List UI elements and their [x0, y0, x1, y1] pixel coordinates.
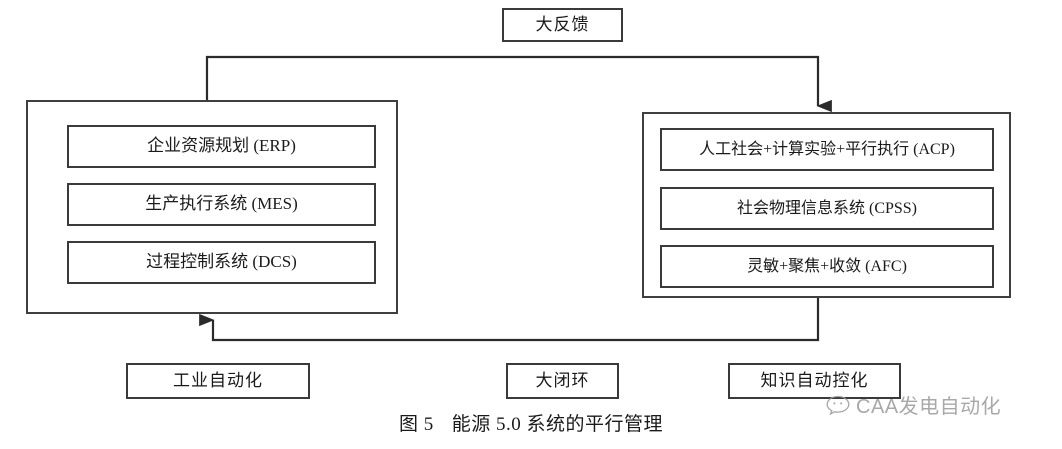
node-mes[interactable]: 生产执行系统 (MES) [67, 183, 376, 226]
speech-bubble-icon [826, 395, 850, 415]
node-dcs[interactable]: 过程控制系统 (DCS) [67, 241, 376, 284]
node-cpss[interactable]: 社会物理信息系统 (CPSS) [660, 187, 994, 230]
node-industrial-automation[interactable]: 工业自动化 [126, 363, 310, 399]
connector-left-to-right [205, 55, 832, 113]
node-big-closed-loop[interactable]: 大闭环 [506, 363, 619, 399]
figure-caption-title: 能源 5.0 系统的平行管理 [451, 414, 664, 435]
watermark: CAA发电自动化 [826, 390, 1001, 419]
node-erp[interactable]: 企业资源规划 (ERP) [67, 125, 376, 168]
figure-caption-label: 图 5 [398, 414, 434, 435]
node-big-feedback[interactable]: 大反馈 [502, 8, 623, 42]
watermark-text: CAA发电自动化 [856, 396, 1002, 418]
node-afc[interactable]: 灵敏+聚焦+收敛 (AFC) [660, 245, 994, 288]
node-acp[interactable]: 人工社会+计算实验+平行执行 (ACP) [660, 128, 994, 171]
figure-caption: 图 5 能源 5.0 系统的平行管理 [0, 409, 1062, 436]
node-knowledge-automation[interactable]: 知识自动控化 [728, 363, 901, 399]
